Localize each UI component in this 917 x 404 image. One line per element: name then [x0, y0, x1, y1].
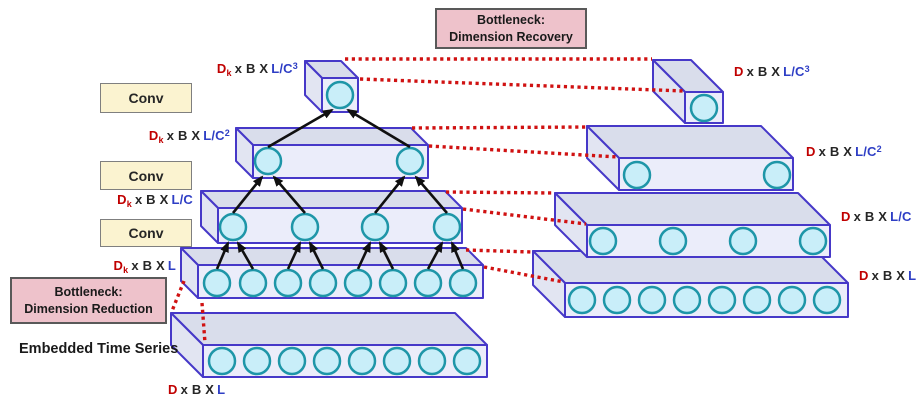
dim-prefix: Dk — [117, 192, 132, 209]
dim-mid: x B X — [746, 64, 781, 79]
dim-prefix: Dk — [216, 61, 232, 78]
right-lc2-nodes — [622, 160, 792, 190]
bottleneck-recovery-line2: Dimension Recovery — [449, 29, 573, 44]
dim-value: L/C2 — [203, 128, 230, 143]
left-slab-lc3 — [304, 60, 359, 113]
embedded-slab — [170, 312, 488, 378]
bottleneck-reduction-line2: Dimension Reduction — [24, 301, 153, 316]
conv-box-3: Conv — [100, 219, 192, 247]
conv-label-2: Conv — [128, 167, 164, 184]
right-l-nodes — [567, 285, 842, 315]
reduction-links — [170, 280, 207, 344]
left-lc3-nodes — [325, 80, 355, 110]
dim-prefix: Dk — [113, 258, 129, 275]
conv-label-3: Conv — [128, 225, 164, 241]
conv-box-2: Conv — [100, 161, 192, 190]
dim-mid: x B X — [131, 258, 165, 273]
left-pyramid — [170, 60, 488, 378]
dim-prefix: D — [859, 268, 869, 283]
dim-value: L/C3 — [783, 64, 810, 79]
bottleneck-reduction-box: Bottleneck: Dimension Reduction — [10, 277, 167, 324]
right-lc3-nodes — [689, 93, 719, 123]
bottleneck-reduction-line1: Bottleneck: — [54, 284, 123, 299]
dim-mid: x B X — [234, 61, 269, 76]
dim-mid: x B X — [166, 128, 201, 143]
dim-prefix: Dk — [148, 128, 164, 145]
right-slab-lc — [554, 192, 831, 258]
dim-value: L/C2 — [855, 144, 882, 159]
conv-box-1: Conv — [100, 83, 192, 113]
dim-mid: x B X — [853, 209, 888, 224]
recovery-links — [345, 57, 684, 284]
dim-value: L/C — [171, 192, 193, 207]
dim-prefix: D — [806, 144, 816, 159]
dim-value: L — [217, 382, 226, 397]
dim-mid: x B X — [134, 192, 169, 207]
bottleneck-recovery-box: Bottleneck: Dimension Recovery — [435, 8, 587, 49]
conv-arrows — [215, 108, 465, 270]
dim-mid: x B X — [871, 268, 906, 283]
left-lc2-nodes — [253, 146, 425, 176]
right-slab-lc3 — [652, 59, 724, 124]
left-slab-lc — [200, 190, 463, 244]
right-lc-nodes — [588, 226, 828, 256]
dim-prefix: D — [841, 209, 851, 224]
dim-mid: x B X — [180, 382, 215, 397]
bottleneck-recovery-line1: Bottleneck: — [476, 12, 546, 27]
left-lc-nodes — [218, 212, 462, 242]
dim-value: L/C — [890, 209, 912, 224]
right-slab-lc2 — [586, 125, 794, 191]
left-l-nodes — [202, 268, 478, 298]
left-slab-l — [180, 247, 484, 299]
dim-prefix: D — [168, 382, 178, 397]
right-pyramid — [532, 59, 849, 318]
dim-value: L — [908, 268, 917, 283]
embedded-nodes — [207, 346, 482, 376]
dim-prefix: D — [734, 64, 744, 79]
right-slab-l — [532, 250, 849, 318]
embedded-time-series-label: Embedded Time Series — [19, 341, 179, 357]
left-slab-lc2 — [235, 127, 429, 179]
dim-value: L/C3 — [271, 61, 298, 76]
dim-value: L — [167, 258, 176, 273]
dim-mid: x B X — [818, 144, 853, 159]
conv-label-1: Conv — [128, 90, 164, 106]
